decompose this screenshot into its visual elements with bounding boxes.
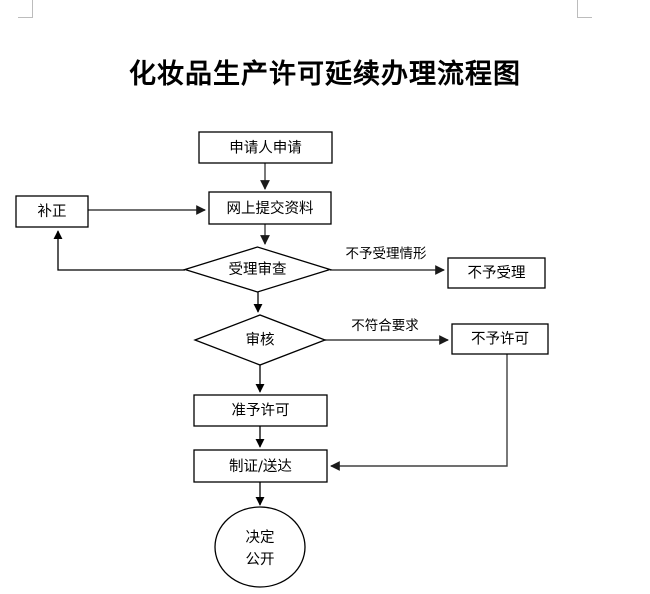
node-issue-and-deliver: 制证/送达 [193, 449, 328, 483]
node-label-online-submission: 网上提交资料 [227, 199, 314, 217]
node-label-applicant-application: 申请人申请 [229, 140, 302, 157]
node-acceptance-review: 受理审查 [182, 246, 333, 293]
node-decision-disclosure: 决定 公开 [214, 506, 306, 588]
node-label-correction: 补正 [38, 203, 67, 220]
node-label-issue-and-deliver: 制证/送达 [229, 458, 292, 475]
edge-label-no-acceptance: 不予受理情形 [346, 246, 427, 262]
node-no-acceptance: 不予受理 [447, 257, 546, 289]
node-label-disclosure: 公开 [246, 552, 275, 568]
edge-accept-review-to-correction [53, 230, 185, 271]
node-label-grant-permit: 准予许可 [232, 402, 290, 419]
node-no-permit: 不予许可 [451, 323, 549, 355]
node-label-examination: 审核 [246, 332, 275, 349]
node-correction: 补正 [15, 195, 89, 228]
node-label-decision: 决定 [246, 529, 275, 546]
node-label-no-permit: 不予许可 [471, 331, 529, 348]
node-examination: 审核 [193, 314, 327, 366]
edge-label-not-qualified: 不符合要求 [351, 318, 419, 334]
corner-mark-top-right [577, 0, 592, 18]
node-online-submission: 网上提交资料 [208, 191, 332, 225]
node-grant-permit: 准予许可 [193, 394, 328, 427]
node-applicant-application: 申请人申请 [198, 131, 333, 164]
page-title: 化妆品生产许可延续办理流程图 [129, 59, 521, 90]
corner-mark-top-left [18, 0, 33, 18]
edge-no-permit-to-issue [330, 354, 508, 471]
node-label-acceptance-review: 受理审查 [229, 261, 287, 278]
node-label-no-acceptance: 不予受理 [468, 265, 526, 282]
